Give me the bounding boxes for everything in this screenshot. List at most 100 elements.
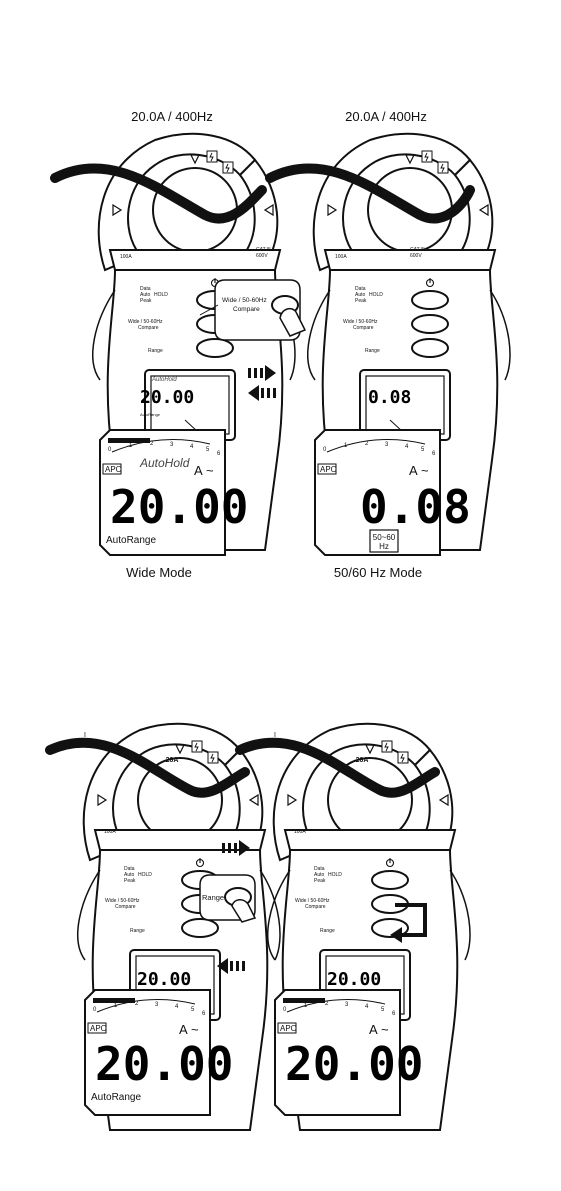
cat-volt-label: 600V — [256, 253, 268, 259]
callout-wide-label: Wide / 50-60Hz — [222, 297, 267, 304]
jaw-rating-label: 100A — [104, 829, 116, 835]
clamp-meter-bottom-right — [235, 722, 471, 1131]
compare-button-label: Compare — [115, 904, 136, 910]
tick-2: 2 — [325, 1001, 329, 1007]
bargraph-fill — [283, 998, 325, 1003]
return-arrow-icon — [395, 903, 427, 937]
conductor-cable — [265, 163, 475, 224]
auto-button-label: Auto — [314, 872, 325, 878]
auto-button-label: Auto — [140, 292, 151, 298]
tick-3: 3 — [170, 442, 174, 448]
autorange-label: AutoRange — [91, 1092, 141, 1103]
hz-badge-top: 50~60 — [373, 533, 396, 542]
data-button-label: Data — [355, 286, 366, 292]
small-lcd-reading: 20.00 — [140, 387, 194, 408]
jaw-rating-label: 100A — [294, 829, 306, 835]
cat-label: CAT.III — [410, 247, 425, 253]
small-lcd-reading: 20.00 — [327, 969, 381, 990]
clamp-meter-top-left — [50, 132, 297, 551]
apo-badge — [102, 463, 122, 475]
reading-range-after: 20.00 — [285, 1037, 423, 1091]
range-button-label: Range — [148, 348, 163, 354]
peak-button-label: Peak — [140, 298, 152, 304]
left-title: 20.0A / 400Hz — [131, 109, 213, 124]
unit-label: A — [369, 1022, 378, 1037]
tick-4: 4 — [365, 1004, 369, 1010]
unit-label: A — [409, 463, 418, 478]
tick-5: 5 — [206, 447, 210, 453]
tick-2: 2 — [135, 1001, 139, 1007]
conductor-cable — [235, 737, 440, 798]
hz-badge — [369, 529, 399, 553]
hold-button-label: HOLD — [138, 872, 152, 878]
tick-5: 5 — [191, 1007, 195, 1013]
right-title: 20.0A / 400Hz — [345, 109, 427, 124]
compare-button-label: Compare — [353, 325, 374, 331]
tick-1: 1 — [114, 1003, 118, 1009]
hold-button-label: HOLD — [328, 872, 342, 878]
clamp-meter-top-right — [265, 132, 511, 551]
apo-badge — [317, 463, 337, 475]
cat-label: CAT.III — [256, 247, 271, 253]
jaw-center-label: 20A — [166, 757, 179, 764]
tick-1: 1 — [129, 443, 133, 449]
finger-icon — [231, 899, 257, 923]
apo-badge — [87, 1022, 107, 1034]
tick-6: 6 — [392, 1011, 396, 1017]
conductor-cable — [50, 163, 267, 224]
unit-label: A — [179, 1022, 188, 1037]
tick-4: 4 — [190, 444, 194, 450]
auto-button-label: Auto — [124, 872, 135, 878]
hz-badge-bottom: Hz — [379, 542, 389, 551]
wide-compare-callout — [214, 279, 301, 341]
range-button-label: Range — [365, 348, 380, 354]
tick-0: 0 — [283, 1007, 287, 1013]
apo-label: APO — [320, 465, 337, 474]
ac-symbol: ~ — [421, 463, 429, 478]
tick-5: 5 — [421, 447, 425, 453]
tick-1: 1 — [304, 1003, 308, 1009]
callout-compare-label: Compare — [233, 306, 260, 313]
tick-6: 6 — [217, 451, 221, 457]
wide-button-label: Wide / 50-60Hz — [128, 319, 163, 325]
current-label: I — [274, 732, 276, 739]
autorange-label: AutoRange — [106, 535, 156, 546]
left-caption: Wide Mode — [126, 565, 192, 580]
peak-button-label: Peak — [314, 878, 326, 884]
compare-button-label: Compare — [305, 904, 326, 910]
right-caption: 50/60 Hz Mode — [334, 565, 422, 580]
tick-3: 3 — [345, 1002, 349, 1008]
compare-button-label: Compare — [138, 325, 159, 331]
current-label: I — [84, 732, 86, 739]
jaw-rating-label: 100A — [335, 254, 347, 260]
data-button-label: Data — [124, 866, 135, 872]
tick-0: 0 — [323, 447, 327, 453]
small-lcd-autorange: AutoRange — [140, 412, 161, 417]
wide-button-label: Wide / 50-60Hz — [295, 898, 330, 904]
tick-5: 5 — [381, 1007, 385, 1013]
jaw-center-label: 20A — [356, 757, 369, 764]
callout-range-label: Range — [202, 893, 224, 902]
tick-1: 1 — [344, 443, 348, 449]
tick-2: 2 — [365, 441, 369, 447]
hold-button-label: HOLD — [154, 292, 168, 298]
autohold-label: AutoHold — [139, 456, 190, 470]
apo-label: APO — [105, 465, 122, 474]
tick-0: 0 — [93, 1007, 97, 1013]
data-button-label: Data — [314, 866, 325, 872]
ac-symbol: ~ — [191, 1022, 199, 1037]
tick-2: 2 — [150, 441, 154, 447]
peak-button-label: Peak — [355, 298, 367, 304]
reading-5060: 0.08 — [360, 480, 471, 534]
ac-symbol: ~ — [206, 463, 214, 478]
clamp-meter-bottom-left — [45, 722, 282, 1131]
bargraph-fill — [108, 438, 150, 443]
tick-4: 4 — [175, 1004, 179, 1010]
small-lcd-reading: 20.00 — [137, 969, 191, 990]
auto-button-label: Auto — [355, 292, 366, 298]
unit-label: A — [194, 463, 203, 478]
finger-icon — [279, 307, 307, 337]
jaw-rating-label: 100A — [120, 254, 132, 260]
peak-button-label: Peak — [124, 878, 136, 884]
tick-6: 6 — [202, 1011, 206, 1017]
